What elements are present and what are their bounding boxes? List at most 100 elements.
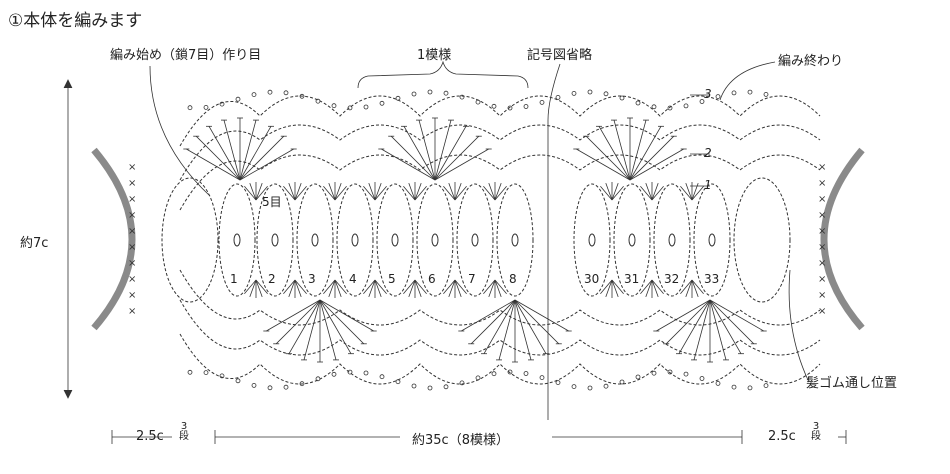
end-loop-left [161, 177, 219, 303]
scallop-row [179, 124, 821, 181]
small-post [294, 279, 307, 295]
chain-loop [416, 183, 454, 297]
chain-loop [613, 183, 651, 297]
pattern-number: 4 [349, 272, 357, 286]
dim-right-rows-unit: 段 [811, 431, 821, 442]
center-stitch [588, 233, 596, 247]
small-post [328, 279, 336, 298]
small-post [443, 279, 456, 295]
small-post [691, 279, 699, 298]
small-post [334, 279, 342, 298]
center-stitch [471, 233, 479, 247]
picot [235, 378, 241, 384]
stitch-post [514, 299, 532, 361]
small-post [294, 185, 307, 201]
center-stitch [431, 233, 439, 247]
small-post [651, 279, 664, 295]
picot [715, 94, 721, 99]
picot [699, 376, 705, 381]
small-post [288, 279, 296, 298]
small-post [680, 185, 693, 201]
small-post [334, 279, 347, 295]
scallop-row [179, 154, 821, 211]
picot [475, 99, 481, 105]
stitch-post [709, 299, 764, 332]
stitch-post [434, 148, 489, 181]
small-post [408, 279, 416, 298]
dim-left-rows-num: 3 [180, 421, 188, 432]
chain-loop [376, 183, 414, 297]
small-post [640, 279, 653, 295]
small-post [255, 279, 263, 298]
small-post [374, 279, 387, 295]
stitch-post [656, 299, 711, 332]
stitch-post [275, 299, 321, 345]
small-post [640, 185, 653, 201]
stitch-post [195, 135, 241, 181]
picot [747, 89, 753, 95]
small-post [283, 279, 296, 295]
guide-layer [63, 60, 847, 444]
stitch-post [223, 119, 241, 181]
stitch-post [709, 299, 742, 354]
picot [555, 380, 561, 386]
picot [667, 369, 673, 375]
dim-left-rows: 3 段 [177, 422, 191, 442]
stitch-post [576, 148, 631, 181]
small-post [244, 185, 257, 201]
stitch-post [678, 299, 711, 354]
picot [299, 381, 305, 387]
small-post [414, 182, 422, 201]
pattern-brace [357, 60, 529, 89]
picot [283, 384, 289, 390]
elastic-band-right [820, 147, 865, 331]
dim-center: 約35c（8模様） [412, 433, 509, 448]
small-post [323, 185, 336, 201]
small-post [334, 185, 347, 201]
dim-right-rows-num: 3 [812, 421, 820, 432]
label-height: 約7c [20, 236, 49, 251]
picot [683, 371, 689, 377]
stitch-post [381, 148, 436, 181]
picot [651, 104, 657, 110]
small-post [611, 279, 619, 298]
height-arrow-bottom [63, 389, 73, 399]
pattern-number: 6 [428, 272, 436, 286]
picot [523, 104, 529, 109]
label-one-pattern: 1模様 [417, 48, 452, 63]
row-marker-1: 1 [704, 178, 712, 192]
chain-x: × [128, 178, 136, 189]
center-stitch [391, 233, 399, 247]
small-post [443, 185, 456, 201]
small-post [454, 182, 462, 201]
chain-loop [296, 183, 334, 297]
small-post [494, 279, 502, 298]
picot [219, 373, 225, 379]
chain-x: × [128, 226, 136, 237]
picot [683, 103, 689, 109]
picot [235, 96, 241, 102]
chain-x: × [818, 162, 826, 173]
picot [315, 376, 321, 382]
picot [635, 100, 641, 106]
small-post [323, 279, 336, 295]
chain-x: × [818, 242, 826, 253]
picot [219, 101, 225, 107]
leader-start [149, 65, 211, 197]
stitch-post [239, 126, 272, 181]
small-post [454, 185, 467, 201]
chain-x: × [128, 258, 136, 269]
stitch-post [288, 299, 321, 354]
center-stitch [271, 233, 279, 247]
small-post [249, 182, 257, 201]
small-post [611, 279, 624, 295]
stitch-post [709, 299, 727, 361]
stitch-post [665, 299, 711, 345]
small-post [368, 279, 376, 298]
pattern-number: 2 [268, 272, 276, 286]
small-post [288, 182, 296, 201]
stitch-post [629, 119, 647, 181]
picot [619, 379, 625, 385]
